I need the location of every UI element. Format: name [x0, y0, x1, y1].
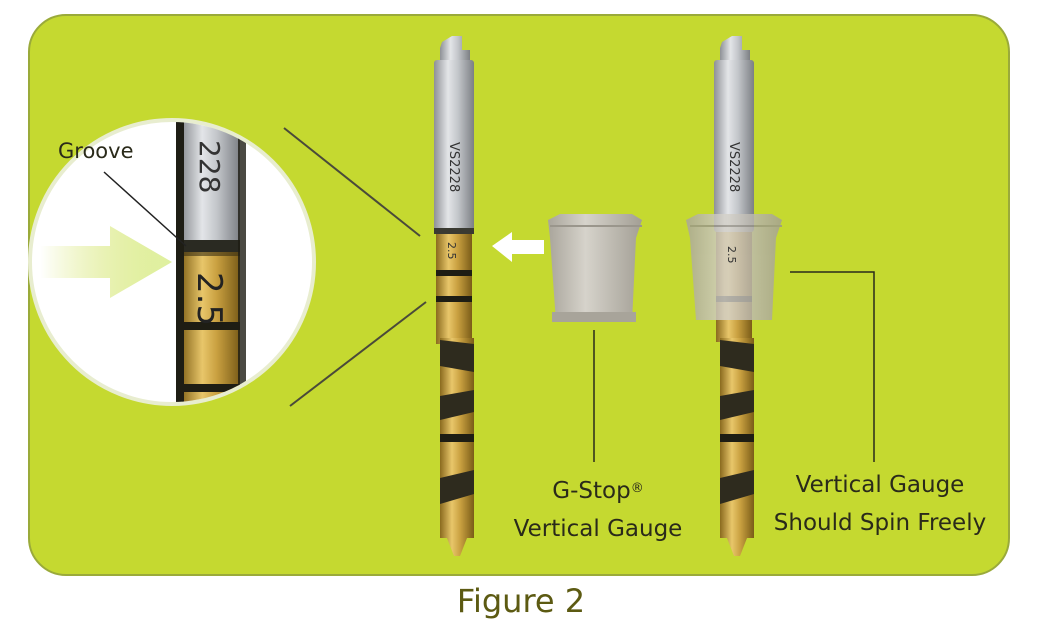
- figure-caption: Figure 2: [456, 582, 586, 620]
- spin-leader-line: [790, 271, 875, 462]
- spin-label-line2: Should Spin Freely: [773, 510, 987, 536]
- drill-left: VS2228 2.5: [434, 36, 474, 556]
- zoom-depth-text: 2.5: [189, 272, 229, 326]
- gstop-label-line1: G-Stop: [552, 478, 631, 504]
- gstop-label: G-Stop® Vertical Gauge: [498, 472, 698, 548]
- left-drill-depth-text: 2.5: [445, 242, 458, 260]
- drill-right: VS2228: [714, 36, 754, 556]
- gstop-label-line2: Vertical Gauge: [513, 516, 683, 542]
- zoom-arrow-icon: [40, 226, 172, 298]
- spin-label: Vertical Gauge Should Spin Freely: [760, 466, 1000, 542]
- mounted-vertical-gauge: [686, 214, 782, 320]
- left-drill-model-text: VS2228: [446, 142, 461, 192]
- direction-arrow-icon: [492, 232, 544, 262]
- right-drill-depth-text: 2.5: [725, 246, 738, 264]
- groove-pointer: [103, 171, 187, 247]
- loose-vertical-gauge: [548, 214, 642, 322]
- zoom-line-top: [283, 127, 421, 237]
- registered-mark: ®: [630, 481, 644, 496]
- groove-label: Groove: [58, 139, 134, 163]
- zoom-model-text: 228: [193, 140, 226, 193]
- right-drill-model-text: VS2228: [726, 142, 741, 192]
- zoom-line-bottom: [289, 301, 427, 407]
- spin-label-line1: Vertical Gauge: [795, 472, 965, 498]
